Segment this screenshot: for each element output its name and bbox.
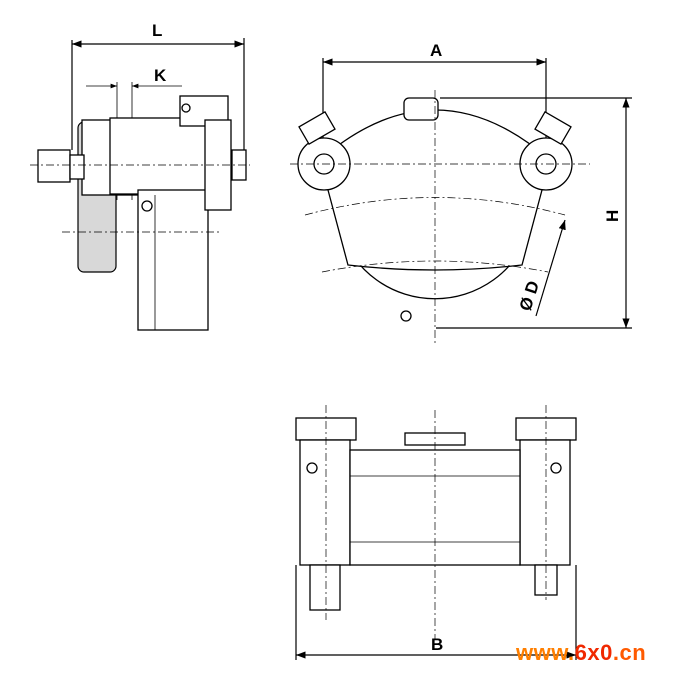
dimension-label-L: L	[152, 21, 162, 40]
dimension-label-D: Ø D	[516, 279, 543, 314]
front-view	[290, 58, 632, 345]
top-view	[295, 405, 577, 660]
watermark-part1: www.	[516, 640, 575, 665]
dimension-label-A: A	[430, 41, 442, 60]
watermark-part3: .cn	[612, 640, 647, 665]
dimension-label-H: H	[603, 210, 622, 222]
dimension-label-K: K	[154, 66, 167, 85]
watermark-part2: 6x0	[574, 640, 613, 665]
dimension-label-B: B	[431, 635, 443, 654]
side-view	[30, 38, 250, 331]
watermark: www.6x0.cn	[516, 640, 646, 666]
